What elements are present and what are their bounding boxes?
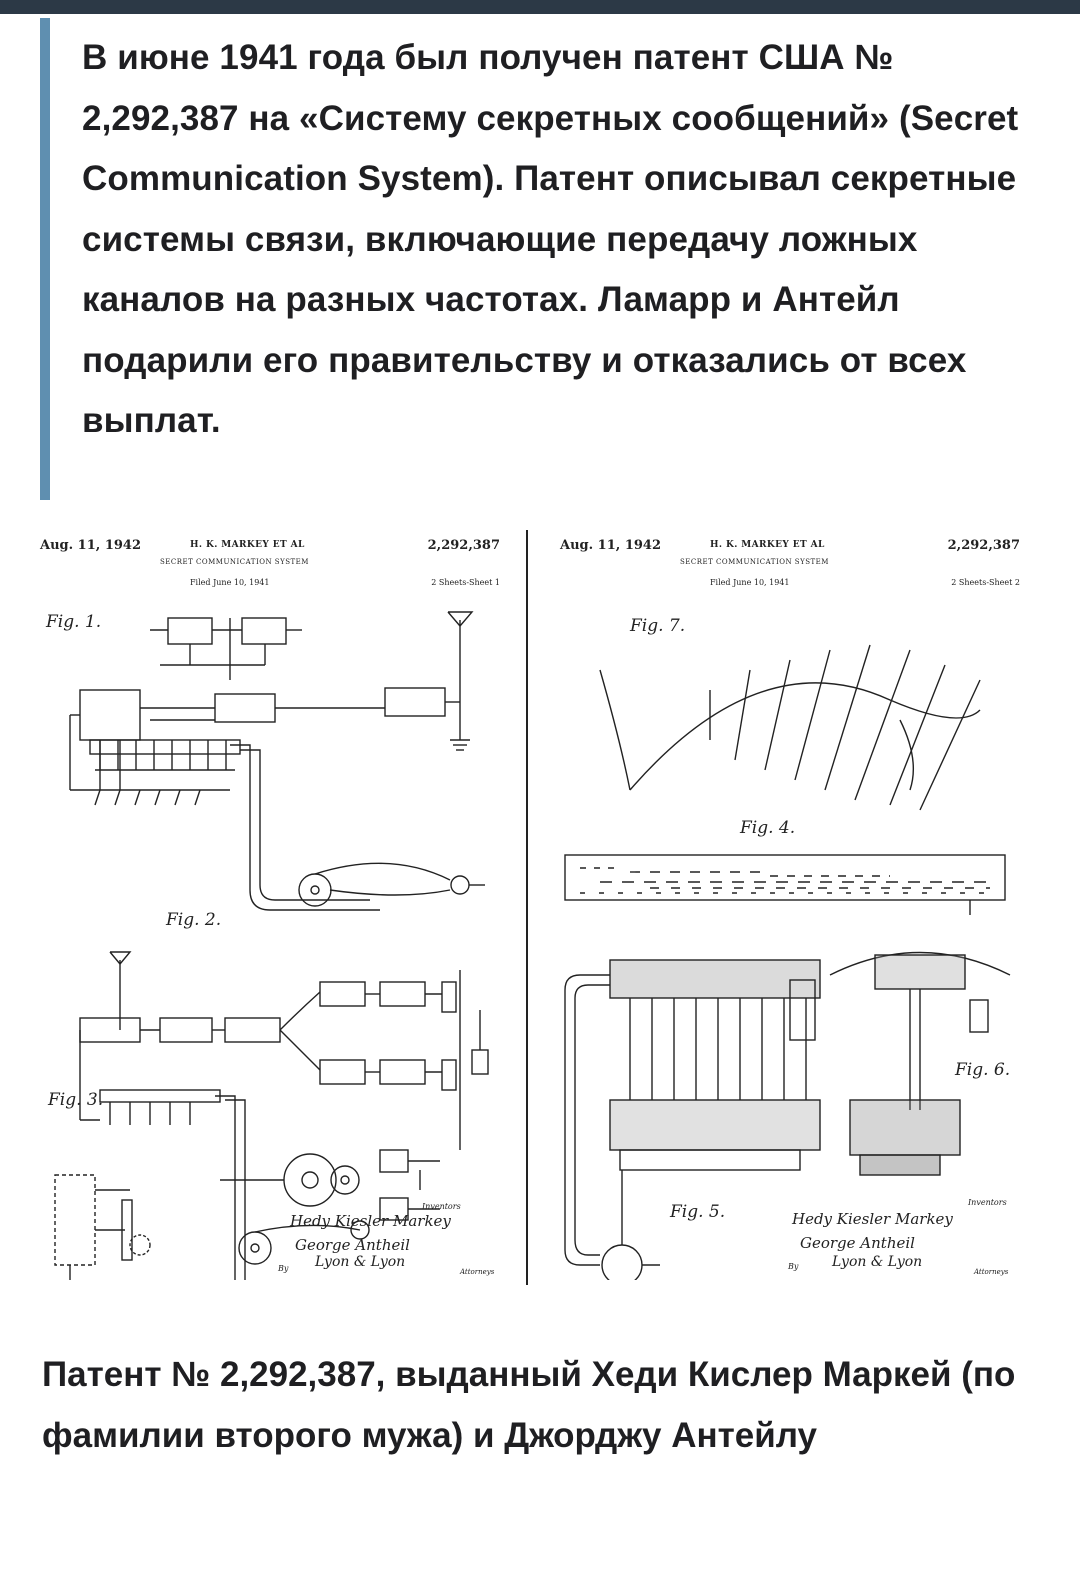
top-bar [0,0,1080,14]
fig-2-label: Fig. 2. [166,910,222,930]
patent-date: Aug. 11, 1942 [560,538,662,553]
attorneys-label: Attorneys [974,1268,1009,1276]
image-caption: Патент № 2,292,387, выданный Хеди Кислер… [42,1355,1016,1455]
patent-drawing-left: Fig. 1. Fig. 2. Fig. 3. Inventors Hedy K… [40,590,520,1290]
fig-4-label: Fig. 4. [740,818,796,838]
patent-drawing-right: Fig. 7. Fig. 4. Fig. 5. Fig. 6. Inventor… [560,590,1040,1286]
sheet-header: Aug. 11, 1942 H. K. MARKEY ET AL 2,292,3… [40,534,520,594]
patent-number: 2,292,387 [427,538,500,553]
circuit-diagram [54,611,489,1290]
fig-7-label: Fig. 7. [630,616,686,636]
signature-lyon: Lyon & Lyon [315,1254,406,1270]
fig-1-label: Fig. 1. [46,612,102,632]
signature-lyon: Lyon & Lyon [832,1254,923,1270]
fig-6-label: Fig. 6. [955,1060,1011,1080]
by-label: By [278,1264,289,1273]
patent-sheet-1: Aug. 11, 1942 H. K. MARKEY ET AL 2,292,3… [40,520,520,1290]
patent-number: 2,292,387 [947,538,1020,553]
quote-text: В июне 1941 года был получен патент США … [82,38,1019,440]
sheet-divider [526,530,528,1285]
patent-sheet-count: 2 Sheets-Sheet 2 [951,578,1020,587]
patent-filed: Filed June 10, 1941 [190,578,270,587]
sheet-header: Aug. 11, 1942 H. K. MARKEY ET AL 2,292,3… [560,534,1040,594]
by-label: By [788,1262,799,1271]
quote-bar [40,18,50,500]
blockquote: В июне 1941 года был получен патент США … [40,18,1040,500]
attorneys-label: Attorneys [460,1268,495,1276]
patent-inventors: H. K. MARKEY ET AL [190,540,305,550]
inventors-label: Inventors [968,1198,1007,1207]
inventors-label: Inventors [422,1202,461,1211]
patent-date: Aug. 11, 1942 [40,538,142,553]
signature-antheil: George Antheil [800,1234,915,1252]
patent-system: SECRET COMMUNICATION SYSTEM [160,558,309,566]
patent-image[interactable]: Aug. 11, 1942 H. K. MARKEY ET AL 2,292,3… [40,520,1040,1300]
patent-sheet-2: Aug. 11, 1942 H. K. MARKEY ET AL 2,292,3… [560,520,1040,1286]
patent-sheet-count: 2 Sheets-Sheet 1 [431,578,500,587]
mechanism-diagram [564,644,1011,1286]
patent-filed: Filed June 10, 1941 [710,578,790,587]
signature-antheil: George Antheil [295,1236,410,1254]
signature-markey: Hedy Kiesler Markey [290,1212,451,1230]
signature-markey: Hedy Kiesler Markey [792,1210,953,1228]
fig-5-label: Fig. 5. [670,1202,726,1222]
patent-system: SECRET COMMUNICATION SYSTEM [680,558,829,566]
patent-inventors: H. K. MARKEY ET AL [710,540,825,550]
fig-3-label: Fig. 3. [48,1090,104,1110]
